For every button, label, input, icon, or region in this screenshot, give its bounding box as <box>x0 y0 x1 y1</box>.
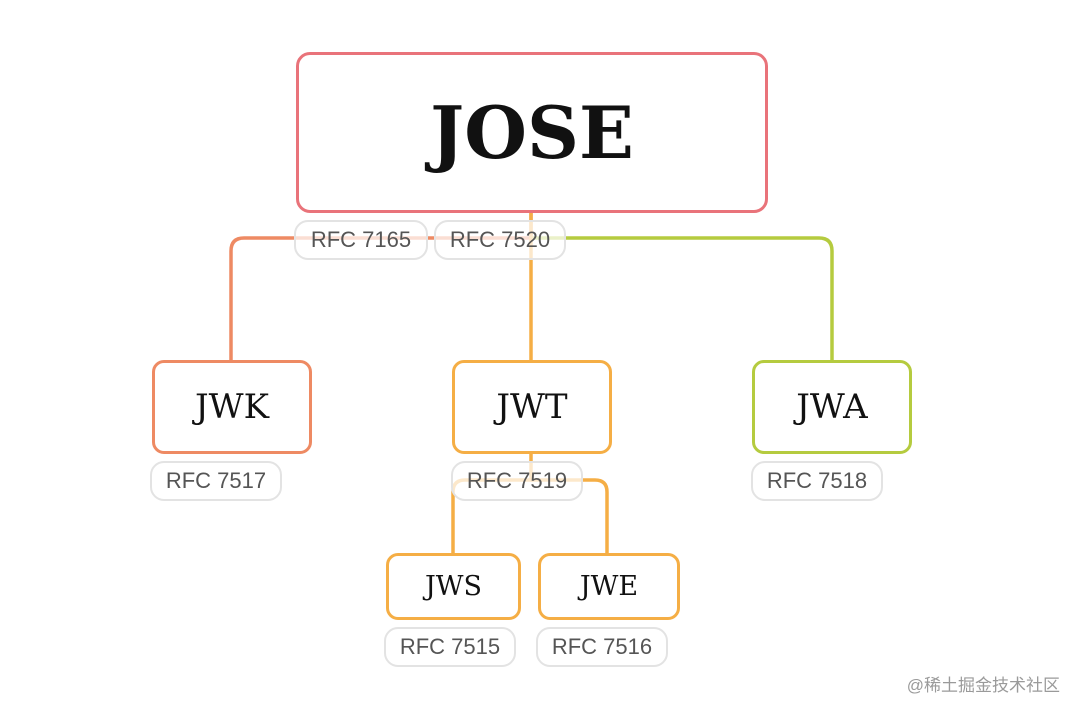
rfc-label-7165: RFC 7165 <box>294 220 428 260</box>
rfc-label-jwa: RFC 7518 <box>751 461 883 501</box>
watermark: @稀土掘金技术社区 <box>906 676 1060 695</box>
node-jwe-label: JWE <box>579 571 639 602</box>
node-jws: JWS <box>386 553 521 620</box>
node-jose-label: JOSE <box>430 90 634 175</box>
node-jwt: JWT <box>452 360 612 454</box>
node-jose: JOSE <box>296 52 768 213</box>
rfc-label-jwk: RFC 7517 <box>150 461 282 501</box>
connector-jose-jwa <box>531 236 834 360</box>
node-jwe: JWE <box>538 553 680 620</box>
node-jwa: JWA <box>752 360 912 454</box>
rfc-label-jwe: RFC 7516 <box>536 627 668 667</box>
connector-jwt-jwe <box>531 478 609 553</box>
node-jws-label: JWS <box>424 571 483 602</box>
node-jwt-label: JWT <box>496 387 568 427</box>
rfc-label-7520: RFC 7520 <box>434 220 566 260</box>
node-jwk: JWK <box>152 360 312 454</box>
connector-jose-jwk <box>229 213 533 360</box>
node-jwk-label: JWK <box>195 387 269 427</box>
rfc-label-jws: RFC 7515 <box>384 627 516 667</box>
node-jwa-label: JWA <box>796 387 868 427</box>
rfc-label-jwt: RFC 7519 <box>451 461 583 501</box>
